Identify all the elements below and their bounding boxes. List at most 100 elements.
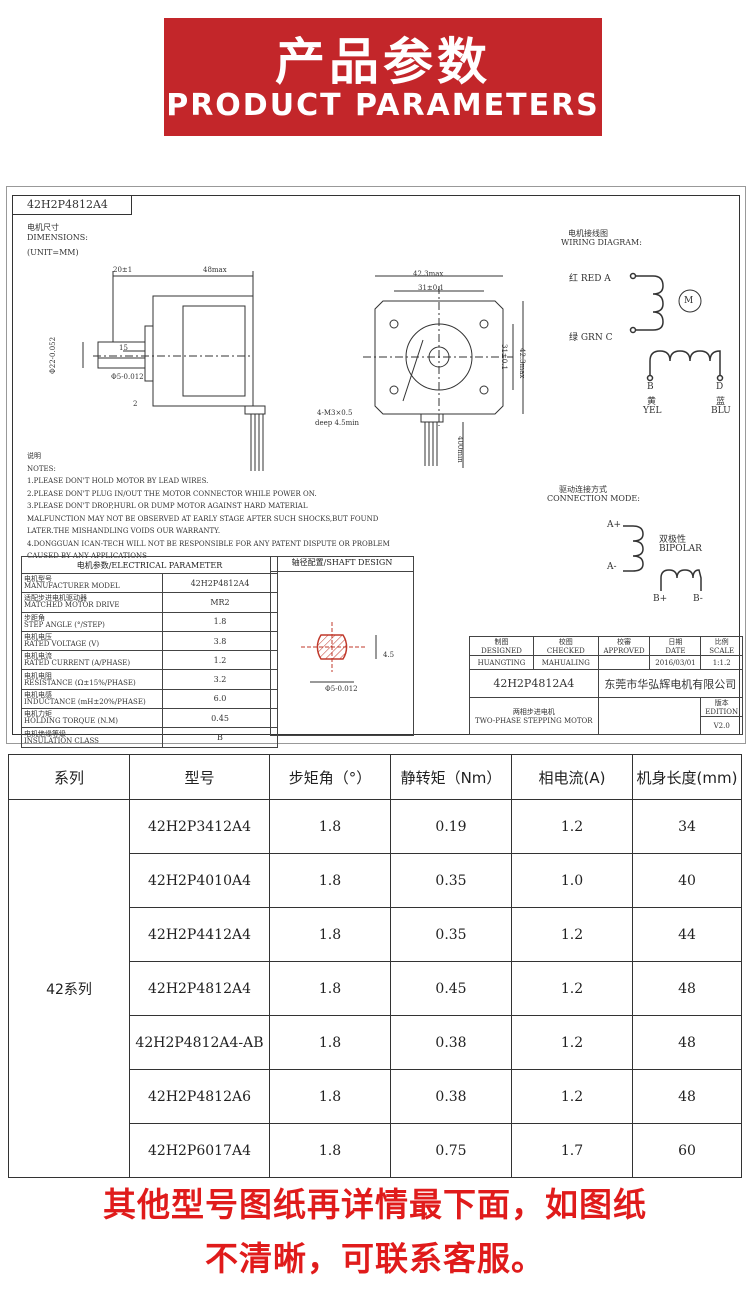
cell-torque: 0.75 xyxy=(390,1123,512,1178)
electrical-title: 电机参数/ELECTRICAL PARAMETER xyxy=(21,556,278,574)
cell-torque: 0.38 xyxy=(390,1015,512,1070)
shaft-design-title: 轴径配置/SHAFT DESIGN xyxy=(271,557,413,572)
dim-screw-depth: deep 4.5min xyxy=(315,419,359,427)
cell-current: 1.2 xyxy=(511,1015,633,1070)
tb-scale: 1:1.2 xyxy=(700,655,743,670)
col-header-length: 机身长度(mm) xyxy=(632,754,742,800)
param-zh: 电机电感 xyxy=(24,690,52,699)
dim-screw: 4-M3×0.5 xyxy=(317,409,353,417)
tb-date: 2016/03/01 xyxy=(649,655,702,670)
cell-current: 1.2 xyxy=(511,907,633,962)
col-header-model: 型号 xyxy=(129,754,270,800)
note-item: LATER.THE MISHANDLING VOIDS OUR WARRANTY… xyxy=(27,527,221,535)
param-en: INSULATION CLASS xyxy=(24,736,99,745)
cell-length: 34 xyxy=(632,799,742,854)
wire-b-color-en: YEL xyxy=(643,406,662,416)
footer-note-line1: 其他型号图纸再详情最下面，如图纸 xyxy=(103,1185,647,1224)
conn-a-plus: A+ xyxy=(607,520,622,530)
cell-step-angle: 1.8 xyxy=(269,853,391,908)
wire-green-label: 绿 GRN C xyxy=(569,333,613,343)
dim-flat-diameter: Φ5-0.012 xyxy=(111,373,144,381)
footer-note-line2: 不清晰，可联系客服。 xyxy=(205,1239,545,1278)
cell-current: 1.2 xyxy=(511,799,633,854)
cell-step-angle: 1.8 xyxy=(269,907,391,962)
param-zh: 电机电流 xyxy=(24,652,52,661)
cell-length: 60 xyxy=(632,1123,742,1178)
cell-length: 44 xyxy=(632,907,742,962)
cell-step-angle: 1.8 xyxy=(269,961,391,1016)
tb-checked-en: CHECKED xyxy=(546,647,585,655)
bipolar-label-zh: 双极性 xyxy=(659,535,687,545)
param-en: RATED CURRENT (A/PHASE) xyxy=(24,659,131,668)
tb-scale-zh: 比例 xyxy=(714,638,729,646)
param-value: 3.8 xyxy=(162,630,278,652)
wiring-title-zh: 电机接线图 xyxy=(568,229,608,238)
cell-step-angle: 1.8 xyxy=(269,1015,391,1070)
banner-title-zh: 产品参数 xyxy=(275,33,491,91)
connection-title-zh: 驱动连接方式 xyxy=(559,485,607,494)
dim-shaft-length: 20±1 xyxy=(113,266,133,274)
cell-torque: 0.38 xyxy=(390,1069,512,1124)
table-row: 42H2P4812A4-AB 1.8 0.38 1.2 48 xyxy=(9,1015,742,1070)
tb-scale-en: SCALE xyxy=(709,647,735,655)
cell-model: 42H2P4010A4 xyxy=(129,853,270,908)
param-zh: 电机电压 xyxy=(24,633,52,642)
unit-label: (UNIT=MM) xyxy=(27,248,79,257)
cell-current: 1.2 xyxy=(511,961,633,1016)
wire-d-color-en: BLU xyxy=(711,406,731,416)
dim-flange: 2 xyxy=(133,400,138,408)
cell-torque: 0.19 xyxy=(390,799,512,854)
param-zh: 电机绝缘等级 xyxy=(24,729,66,738)
side-view-drawing xyxy=(82,271,266,471)
param-value: 1.2 xyxy=(162,650,278,671)
param-en: RATED VOLTAGE (V) xyxy=(24,640,100,649)
note-item: 4.DONGGUAN ICAN-TECH WILL NOT BE RESPONS… xyxy=(27,539,390,548)
table-row: 42系列 42H2P3412A4 1.8 0.19 1.2 34 xyxy=(8,799,742,1178)
table-row: 42H2P6017A4 1.8 0.75 1.7 60 xyxy=(9,1123,742,1178)
banner-title-en: PRODUCT PARAMETERS xyxy=(166,88,600,123)
param-value: MR2 xyxy=(162,592,278,613)
cell-model: 42H2P4812A4 xyxy=(129,961,270,1016)
col-header-current: 相电流(A) xyxy=(511,754,633,800)
cell-model: 42H2P4412A4 xyxy=(129,907,270,962)
cell-step-angle: 1.8 xyxy=(269,799,391,854)
cell-length: 40 xyxy=(632,853,742,908)
cell-model: 42H2P3412A4 xyxy=(129,799,270,854)
param-zh: 电机电阻 xyxy=(24,671,52,680)
tb-date-zh: 日期 xyxy=(668,638,683,646)
dim-lead-length: 400min xyxy=(456,436,464,463)
wiring-title-en: WIRING DIAGRAM: xyxy=(561,238,642,247)
wire-d-label: D xyxy=(716,382,724,392)
tb-checker: MAHUALING xyxy=(532,655,599,670)
shaft-flat-height: 4.5 xyxy=(383,651,395,659)
param-en: MANUFACTURER MODEL xyxy=(24,582,120,591)
cell-model: 42H2P6017A4 xyxy=(129,1123,270,1178)
model-label: 42H2P4812A4 xyxy=(27,198,108,211)
tb-edition: V2.0 xyxy=(700,716,743,735)
notes-title-zh: 说明 xyxy=(27,452,41,460)
tb-approved-en: APPROVED xyxy=(603,647,645,655)
dimensions-label-en: DIMENSIONS: xyxy=(27,233,88,242)
param-en: INDUCTANCE (mH±20%/PHASE) xyxy=(24,697,146,706)
tb-approved-zh: 校審 xyxy=(617,638,632,646)
cell-step-angle: 1.8 xyxy=(269,1069,391,1124)
tb-model: 42H2P4812A4 xyxy=(469,669,599,698)
tb-designer: HUANGTING xyxy=(469,655,534,670)
front-view-drawing xyxy=(363,275,524,468)
note-item: MALFUNCTION MAY NOT BE OBSERVED AT EARLY… xyxy=(27,514,379,523)
title-block-value-row: HUANGTING MAHUALING 2016/03/01 1:1.2 xyxy=(469,655,743,670)
note-item: 2.PLEASE DON'T PLUG IN/OUT THE MOTOR CON… xyxy=(27,489,317,498)
spec-header-row: 系列 型号 步矩角（°） 静转矩（Nm） 相电流(A) 机身长度(mm) xyxy=(8,754,742,800)
cell-current: 1.0 xyxy=(511,853,633,908)
connection-title-en: CONNECTION MODE: xyxy=(547,494,640,503)
